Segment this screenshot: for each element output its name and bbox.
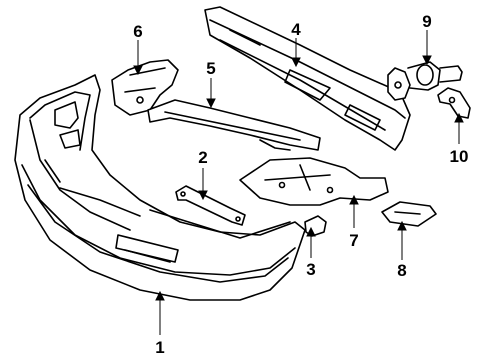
arrow-7 [349,194,359,205]
callout-7: 7 [349,231,358,250]
callout-8: 8 [397,261,406,280]
arrow-1 [155,290,165,301]
energy-absorber-part [204,6,411,151]
retainer-clip-part [437,87,471,119]
leader-lines [133,30,464,335]
lower-bracket-part [239,157,389,206]
arrow-5 [206,98,216,109]
callout-1: 1 [155,338,164,357]
bumper-cover-part [14,74,306,301]
arrow-9 [422,55,432,66]
callout-4: 4 [291,20,301,39]
callout-labels: 1 2 3 4 5 6 7 8 9 10 [133,12,468,357]
callout-3: 3 [306,260,315,279]
arrow-3 [306,226,316,237]
arrow-6 [133,65,143,76]
retainer-part [381,201,437,227]
callout-10: 10 [450,147,469,166]
arrow-8 [397,220,407,231]
arrow-2 [198,190,208,201]
side-bracket-part [111,59,179,116]
callout-2: 2 [198,148,207,167]
arrow-4 [291,57,301,68]
reinforcement-bar-part [147,99,321,151]
callout-9: 9 [422,12,431,31]
callout-6: 6 [133,22,142,41]
arrow-10 [454,112,464,123]
callout-5: 5 [206,59,215,78]
support-bracket-part [175,185,246,226]
